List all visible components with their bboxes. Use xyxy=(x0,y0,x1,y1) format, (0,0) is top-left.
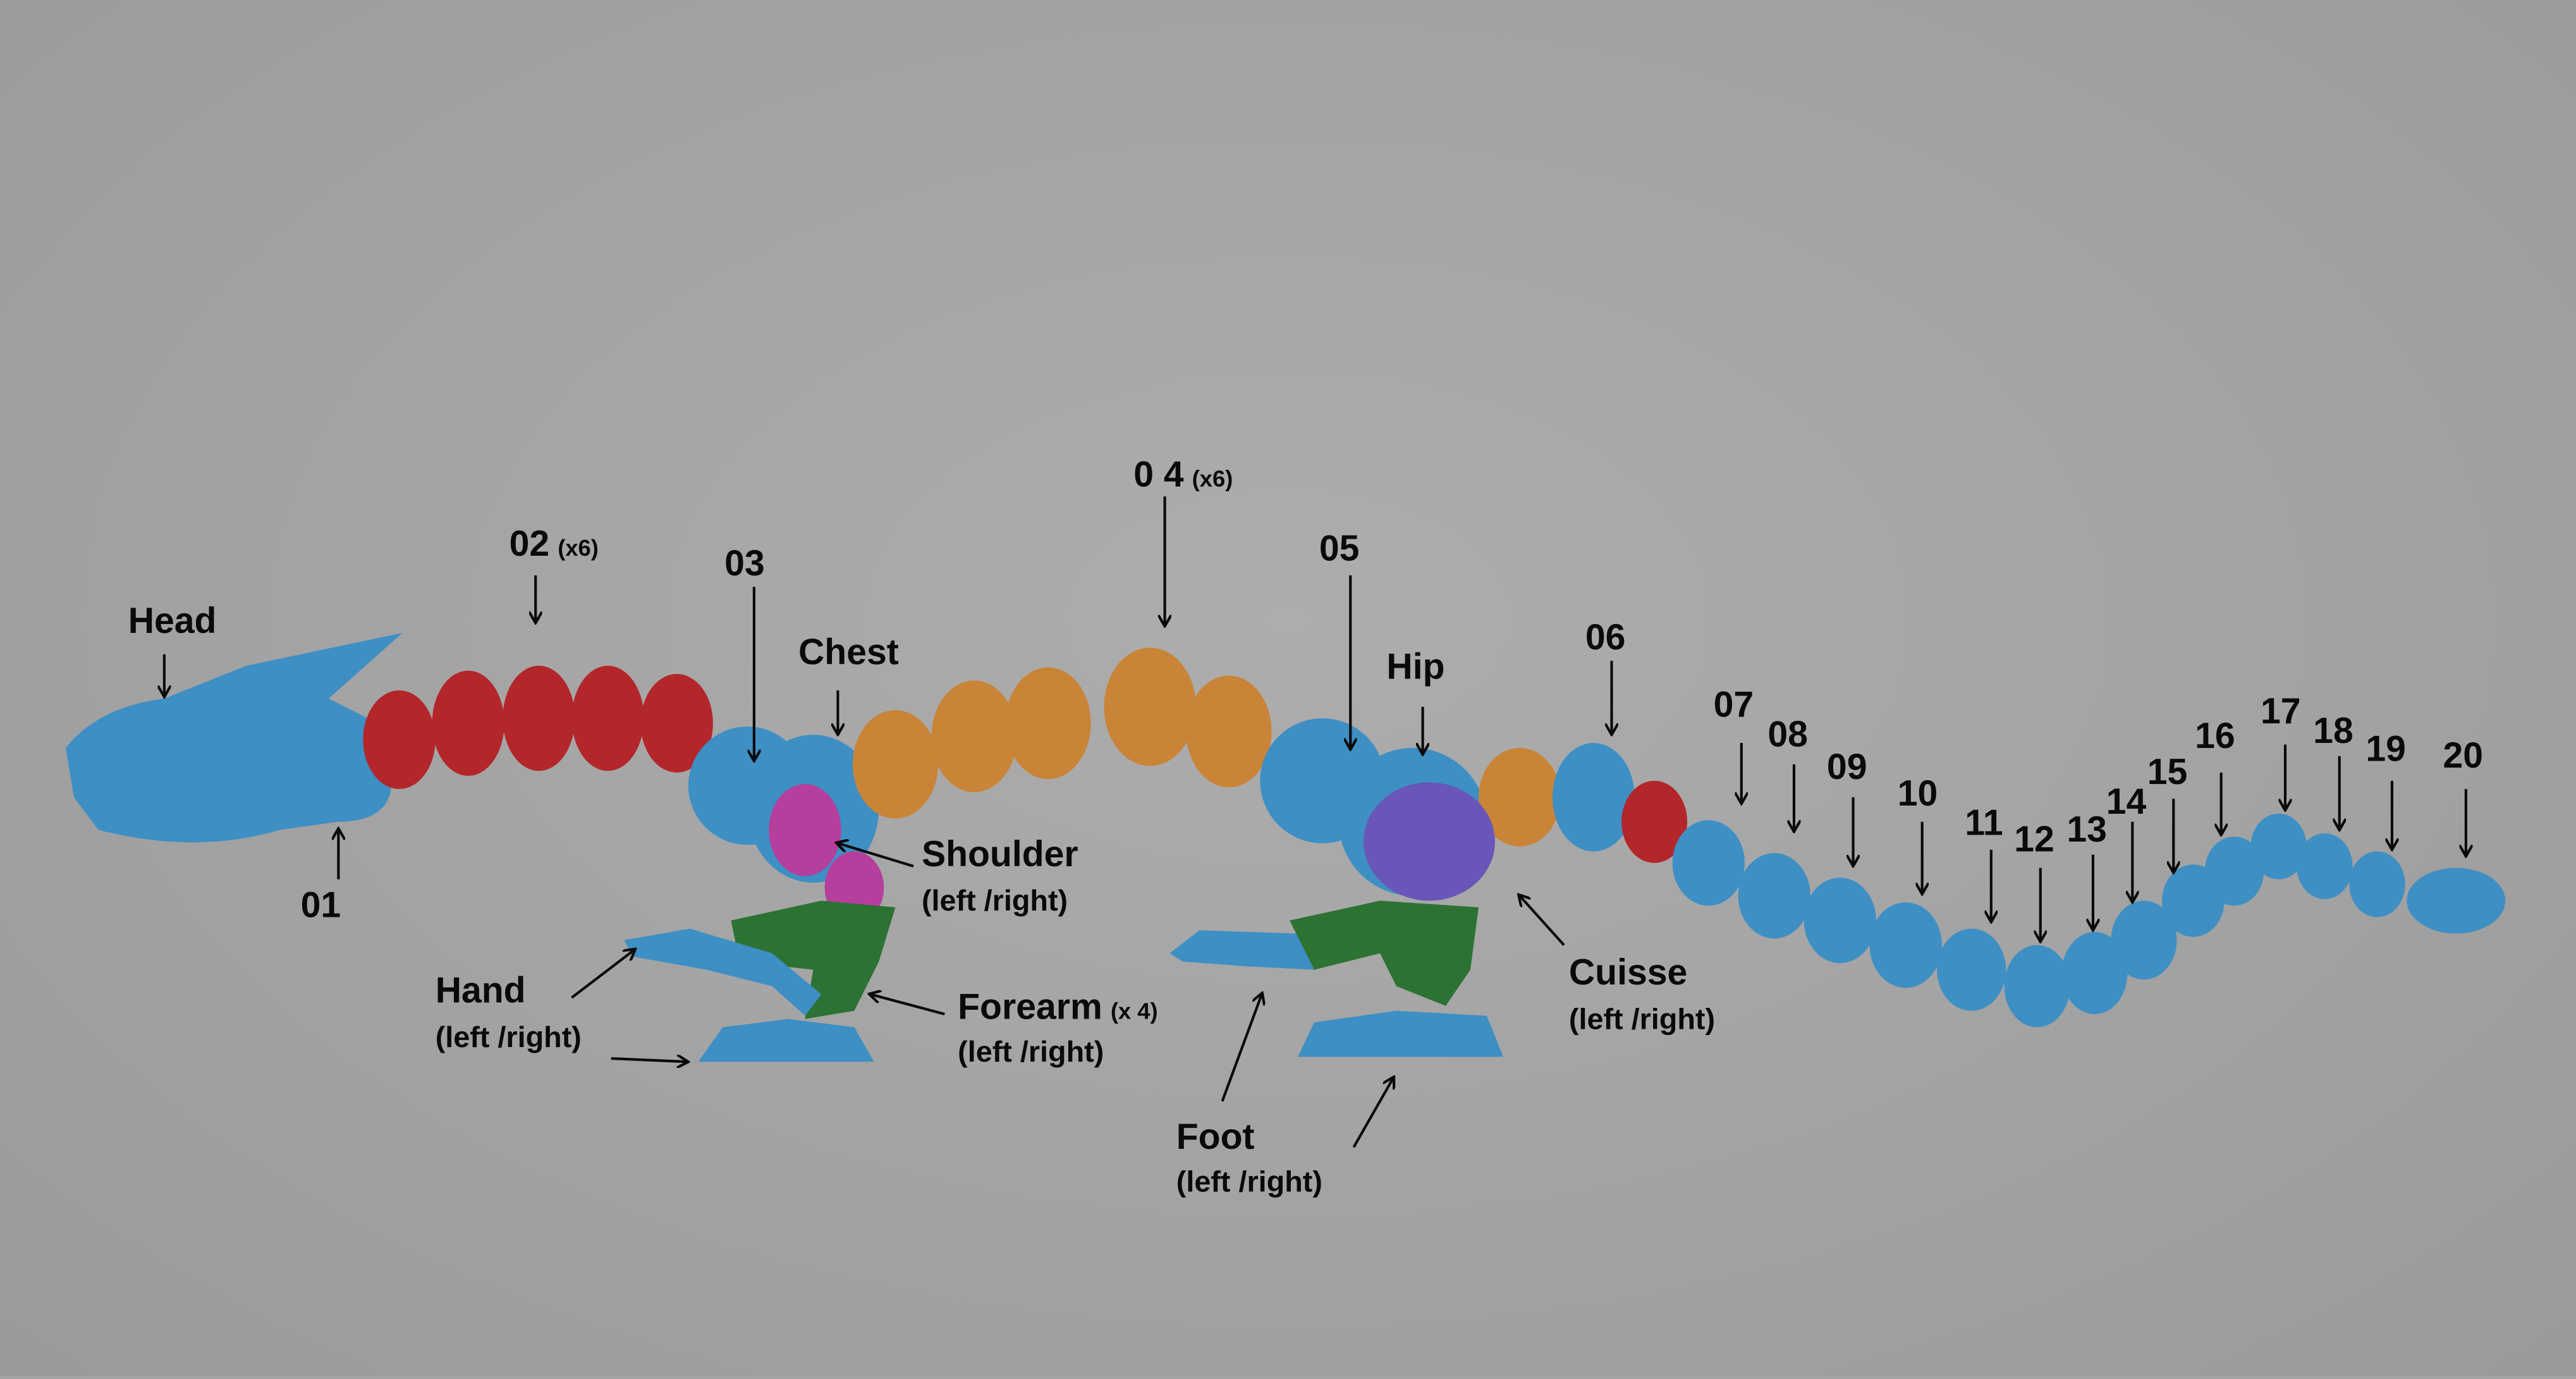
callout-arrow xyxy=(1221,995,1262,1102)
label-forearm: Forearm(x 4) xyxy=(958,987,1158,1027)
label-cuisse: Cuisse xyxy=(1569,952,1687,993)
head-part xyxy=(65,632,403,843)
segment-02 xyxy=(1621,780,1688,863)
tail-segment xyxy=(2250,813,2307,879)
label-tail-15: 15 xyxy=(2147,752,2188,792)
tail-segment xyxy=(1937,928,2006,1011)
segment-04 xyxy=(931,680,1017,793)
label-foot: Foot xyxy=(1176,1117,1255,1157)
segment-04 xyxy=(852,710,938,819)
label-hip: Hip xyxy=(1386,647,1444,687)
label-tail-20: 20 xyxy=(2443,735,2483,776)
label-tail-14: 14 xyxy=(2106,781,2147,822)
label-hand-side: (left /right) xyxy=(436,1020,582,1053)
callout-arrow xyxy=(571,950,634,999)
label-tail-10: 10 xyxy=(1898,773,1938,814)
tail-segment xyxy=(2297,833,2353,899)
label-tail-12: 12 xyxy=(2014,819,2054,860)
label-shoulder: Shoulder xyxy=(922,834,1078,874)
label-04: 0 4(x6) xyxy=(1133,455,1233,495)
foot-part xyxy=(1298,1010,1503,1057)
tail-segment xyxy=(1738,853,1810,939)
tail-segment xyxy=(2111,900,2177,980)
label-forearm-side: (left /right) xyxy=(958,1035,1104,1068)
tail-segment xyxy=(1869,902,1942,988)
tail-end-segment xyxy=(2407,867,2506,934)
tail-segment xyxy=(2004,945,2070,1027)
segment-02 xyxy=(571,665,644,771)
callout-arrow xyxy=(1520,896,1565,947)
label-chest: Chest xyxy=(798,632,899,672)
segment-02 xyxy=(363,690,436,789)
label-shoulder-side: (left /right) xyxy=(922,884,1068,917)
segment-04 xyxy=(1478,747,1561,847)
hand-part xyxy=(624,928,822,1016)
tail-segment xyxy=(1672,820,1745,906)
callout-arrow xyxy=(611,1058,687,1062)
label-hand: Hand xyxy=(436,971,526,1011)
label-tail-19: 19 xyxy=(2365,729,2406,769)
forearm-part xyxy=(1290,900,1479,1006)
label-03: 03 xyxy=(724,543,765,584)
label-head: Head xyxy=(128,601,217,641)
callout-arrow xyxy=(870,995,945,1015)
tail-segment xyxy=(2349,851,2405,917)
callout-arrow xyxy=(1352,1078,1393,1148)
segment-02 xyxy=(640,673,713,773)
tail-segment xyxy=(2061,931,2128,1014)
callout-arrows xyxy=(164,496,2466,1148)
label-tail-9: 09 xyxy=(1827,747,1867,787)
label-01: 01 xyxy=(301,885,341,926)
label-foot-side: (left /right) xyxy=(1176,1165,1322,1198)
tail-segment xyxy=(2204,837,2264,906)
segment-04 xyxy=(1005,667,1091,780)
foot-part xyxy=(1169,930,1315,970)
cuisse-part xyxy=(1364,782,1495,901)
label-tail-18: 18 xyxy=(2313,711,2353,751)
callout-labels: Head 01 02(x6) 03 Chest 0 4(x6) 05 Hip 0… xyxy=(128,455,2483,1198)
label-tail-16: 16 xyxy=(2195,716,2235,756)
segment-04 xyxy=(1104,647,1196,766)
forearm-part xyxy=(731,900,896,1019)
segment-02 xyxy=(432,670,504,776)
label-05: 05 xyxy=(1319,529,1360,569)
dragon-model xyxy=(65,632,2506,1062)
label-tail-13: 13 xyxy=(2066,809,2107,850)
segment-06 xyxy=(1552,743,1635,852)
label-cuisse-side: (left /right) xyxy=(1569,1002,1715,1035)
label-06: 06 xyxy=(1585,617,1626,658)
label-02: 02(x6) xyxy=(510,524,599,564)
label-tail-8: 08 xyxy=(1767,714,1808,754)
label-tail-17: 17 xyxy=(2261,691,2301,732)
hand-foot-part xyxy=(698,1019,874,1062)
segment-02 xyxy=(503,665,575,771)
shoulder-part xyxy=(769,784,841,876)
segment-04 xyxy=(1186,675,1272,788)
tail-segment xyxy=(1804,878,1876,964)
label-tail-7: 07 xyxy=(1714,684,1754,725)
label-tail-11: 11 xyxy=(1965,803,2003,843)
callout-arrow xyxy=(838,843,914,867)
